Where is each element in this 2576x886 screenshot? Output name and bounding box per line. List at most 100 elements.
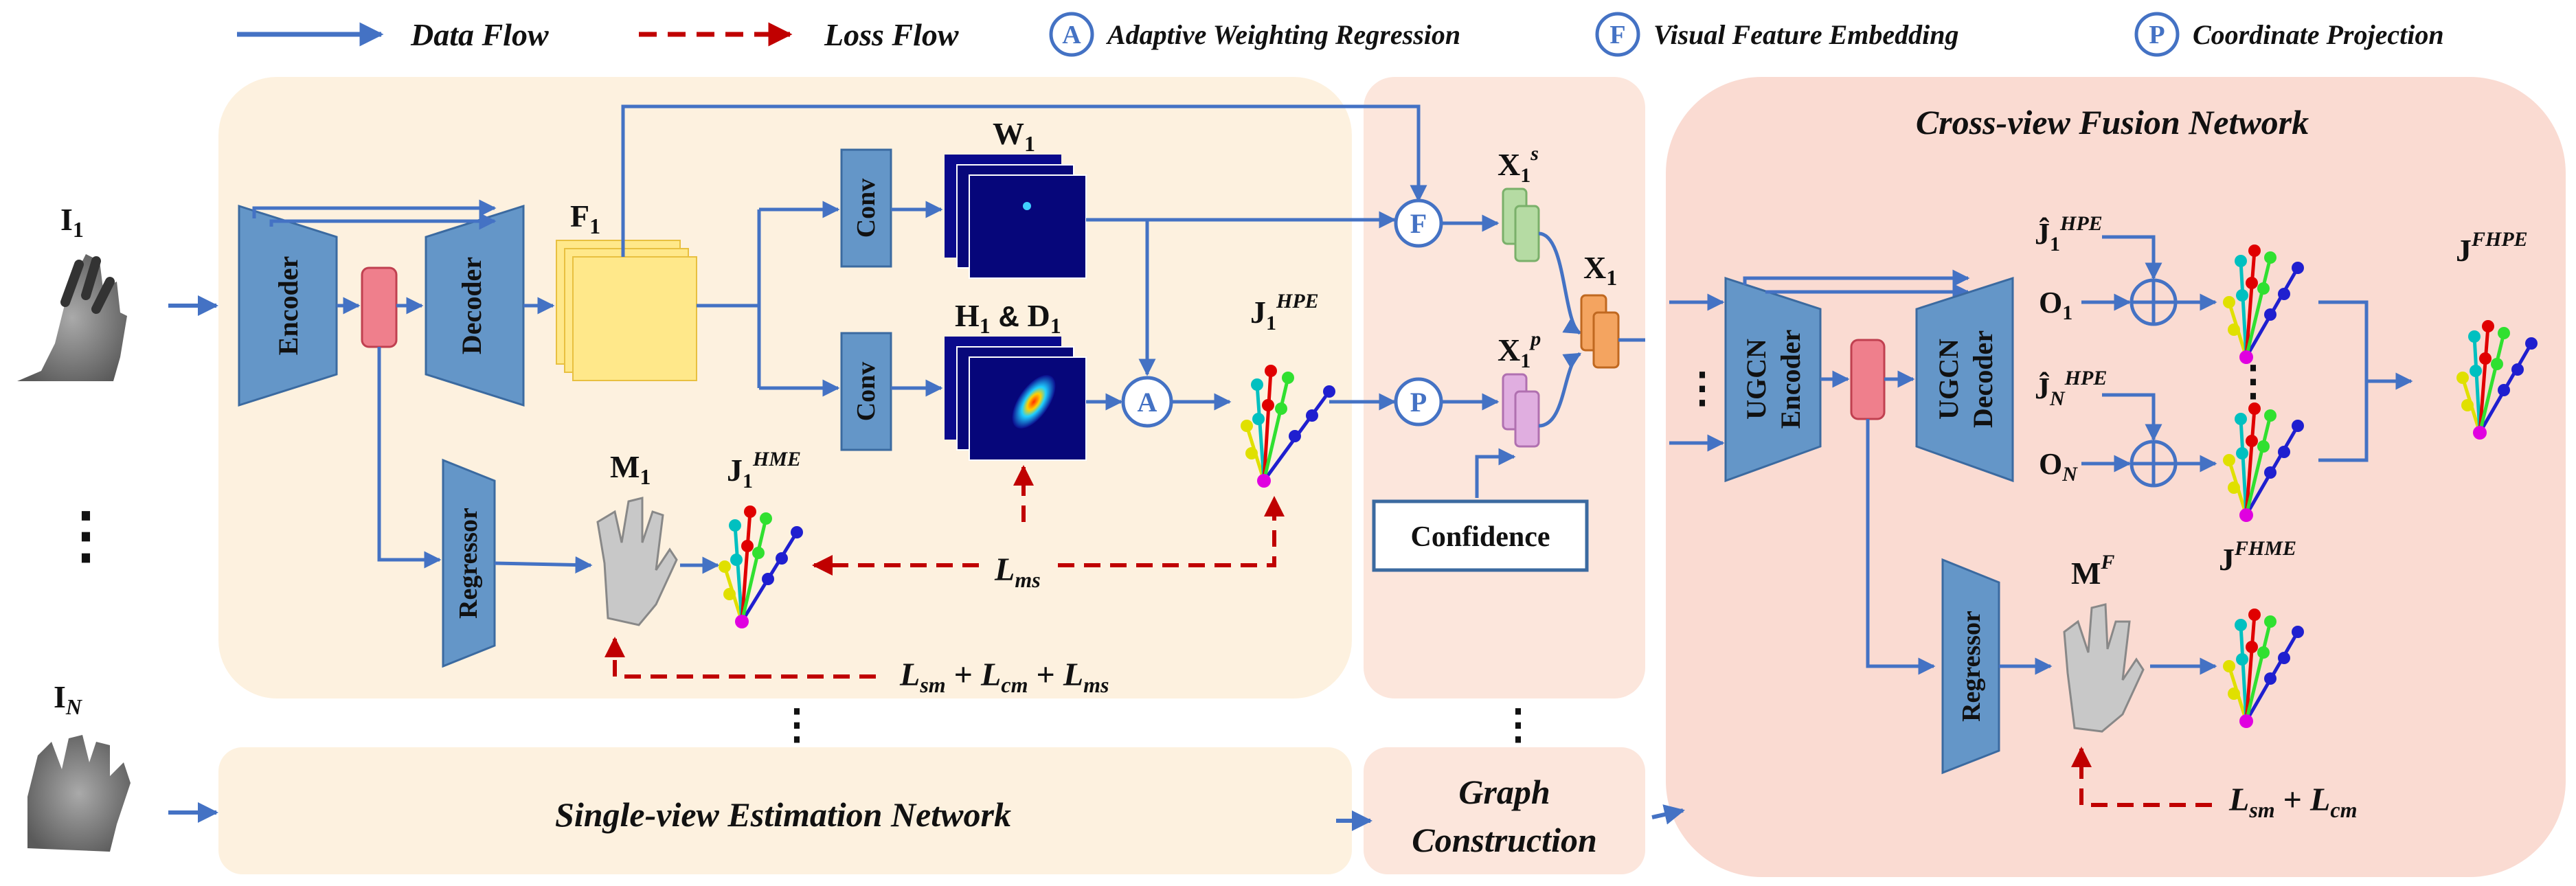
J1-HME-skeleton-icon — [719, 506, 803, 628]
ugcn-encoder-block — [1724, 276, 1822, 483]
arrow-regressor-to-M1 — [494, 556, 593, 574]
regressor-block — [442, 458, 496, 668]
legend: Data Flow Loss Flow A Adaptive Weighting… — [237, 12, 2444, 57]
W1-label: W1 — [993, 116, 1035, 156]
O1-label: O1 — [2039, 286, 2072, 324]
conv-top-block — [840, 148, 892, 268]
MF-hand-mesh-icon — [2063, 603, 2145, 733]
arrow-latent-to-regressor — [377, 347, 442, 569]
JF-HME-label: JFHME — [2219, 537, 2296, 577]
fusion-dots-right: ⋮ — [2233, 358, 2274, 404]
P-node-symbol: P — [1410, 387, 1427, 418]
Xp-node — [1514, 390, 1540, 448]
loss-ms-label: Lms — [994, 552, 1041, 592]
depth-fingers-I1 — [60, 256, 115, 314]
M1-hand-mesh-icon — [596, 497, 678, 626]
H1D1-label: H1 & D1 — [955, 298, 1061, 338]
arrow-J1hat-to-plus — [2102, 235, 2162, 280]
input-I1-label: I1 — [60, 202, 84, 242]
encoder-block — [238, 204, 338, 407]
legend-data-flow-label: Data Flow — [410, 17, 549, 52]
JF-HME-skeleton-icon — [2223, 609, 2304, 728]
legend-A-symbol: A — [1062, 21, 1081, 49]
arrow-F1-to-F-embedding — [621, 104, 1427, 257]
arrow-graph-to-fusion — [1651, 804, 1685, 825]
J1-HPE-skeleton-icon — [1241, 365, 1335, 488]
depth-image-IN — [27, 735, 131, 852]
encoder-label: Encoder — [273, 256, 304, 355]
ugcn-decoder-block — [1915, 276, 2014, 483]
J1hat-label: Ĵ1HPE — [2035, 212, 2103, 255]
fusion-dots-left: ⋮ — [1682, 365, 1723, 411]
skip-connection-2 — [269, 212, 497, 230]
legend-loss-flow-label: Loss Flow — [824, 17, 959, 52]
loss-ms-to-JHPE-arrow — [1058, 496, 1285, 567]
loss-total-label: Lsm + Lcm + Lms — [899, 657, 1109, 697]
legend-F-circle-icon — [1595, 12, 1640, 57]
X1-label: X1 — [1583, 250, 1617, 290]
branch-F1 — [697, 209, 761, 388]
feature-map-F1-label: F1 — [570, 198, 600, 238]
ugcn-decoder-label-1: UGCN — [1933, 339, 1964, 420]
input-IN: IN — [27, 679, 131, 852]
legend-F-label: Visual Feature Embedding — [1653, 19, 1959, 50]
single-view-network-title: Single-view Estimation Network — [555, 795, 1011, 834]
ugcn-decoder-label-2: Decoder — [1967, 330, 1998, 428]
legend-F-symbol: F — [1609, 21, 1625, 49]
X1-node — [1592, 311, 1620, 369]
confidence-box — [1372, 499, 1589, 572]
decoder-label: Decoder — [456, 257, 487, 354]
confidence-label: Confidence — [1411, 521, 1550, 553]
H1D1-hotspot — [1012, 375, 1056, 429]
J1-HPE-label: J1HPE — [1250, 290, 1319, 334]
graph-construction-title-1: Graph — [1458, 773, 1550, 811]
feature-map-F1 — [572, 256, 697, 381]
Xp-label: X1p — [1498, 328, 1541, 372]
W1-hotspot — [1023, 202, 1031, 210]
ugcn-skip-1 — [1743, 269, 1970, 287]
fused-skeleton-N-icon — [2223, 402, 2304, 522]
conv-bottom-block — [840, 332, 892, 451]
fusion-regressor-label: Regressor — [1957, 611, 1986, 722]
JF-HPE-label: JFHPE — [2456, 228, 2528, 268]
M1-label: M1 — [610, 449, 651, 489]
arrow-confidence-to-Xp — [1475, 448, 1516, 498]
ugcn-encoder-label-1: UGCN — [1741, 339, 1772, 420]
arrow-Xp-to-X1 — [1538, 352, 1582, 428]
plus-node-N-icon — [2129, 440, 2178, 488]
A-node-symbol: A — [1138, 387, 1157, 418]
depth-image-I1 — [17, 254, 127, 381]
Xs-label: X1s — [1498, 142, 1539, 187]
single-view-dots: ⋮ — [776, 701, 817, 747]
fusion-regressor-block — [1941, 558, 2000, 775]
legend-A-label: Adaptive Weighting Regression — [1105, 19, 1460, 50]
legend-A-circle-icon — [1049, 12, 1094, 57]
Xs-node — [1514, 205, 1540, 262]
arrow-Xs-to-X1 — [1538, 231, 1582, 335]
skip-connection-1 — [252, 199, 497, 218]
graph-dots: ⋮ — [1498, 701, 1539, 747]
inputs-vertical-dots: ⋮ — [55, 501, 117, 570]
plus-node-1-icon — [2129, 278, 2178, 326]
fusion-latent-code — [1850, 339, 1886, 420]
graph-construction-title-2: Construction — [1412, 821, 1597, 859]
JF-HPE-skeleton-icon — [2456, 320, 2538, 440]
legend-P-circle-icon — [2134, 12, 2180, 57]
legend-P-symbol: P — [2149, 21, 2165, 49]
arrow-fusion-latent-to-regressor — [1866, 419, 1936, 675]
conv-bottom-label: Conv — [852, 362, 881, 422]
input-IN-label: IN — [54, 679, 83, 719]
ON-label: ON — [2039, 447, 2078, 486]
arrow-merge-to-JFHPE — [2318, 300, 2411, 462]
input-I1: I1 — [17, 202, 127, 381]
arrow-JNhat-to-plus — [2102, 393, 2162, 442]
fusion-panel — [1666, 77, 2566, 877]
ugcn-encoder-label-2: Encoder — [1775, 330, 1806, 429]
graph-construction-bottom-panel — [1364, 747, 1645, 874]
loss-total-to-M1-arrow — [605, 637, 876, 679]
fusion-network-title: Cross-view Fusion Network — [1916, 103, 2309, 141]
J1-HME-label: J1HME — [727, 448, 801, 492]
single-view-bottom-panel — [218, 747, 1352, 874]
latent-code — [361, 266, 398, 348]
